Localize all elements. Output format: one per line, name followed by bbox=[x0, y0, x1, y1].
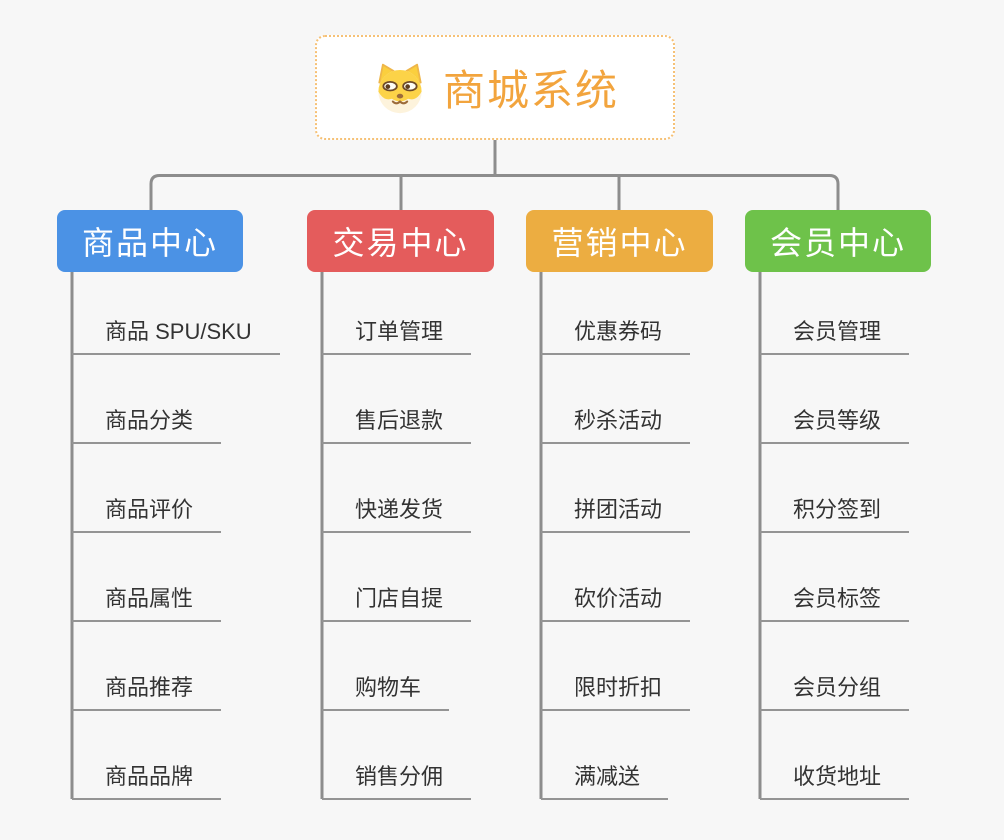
leaf-label: 商品品牌 bbox=[105, 764, 194, 789]
root-title: 商城系统 bbox=[442, 67, 619, 114]
leaf-label: 会员标签 bbox=[793, 586, 882, 611]
leaf-label: 门店自提 bbox=[355, 586, 444, 611]
leaf-node[interactable]: 商品 SPU/SKU bbox=[72, 309, 280, 355]
leaf-label: 快递发货 bbox=[355, 497, 444, 522]
leaf-node[interactable]: 满减送 bbox=[541, 754, 669, 800]
leaf-node[interactable]: 商品分类 bbox=[72, 398, 222, 444]
branch-node-member-center[interactable]: 会员中心 bbox=[745, 210, 931, 272]
branch-node-marketing-center[interactable]: 营销中心 bbox=[526, 210, 713, 272]
leaf-label: 满减送 bbox=[574, 764, 641, 789]
leaf-label: 会员管理 bbox=[793, 319, 882, 344]
leaf-label: 会员等级 bbox=[793, 408, 882, 433]
branch-node-trade-center[interactable]: 交易中心 bbox=[307, 210, 494, 272]
leaf-node[interactable]: 商品属性 bbox=[72, 576, 222, 622]
leaf-label: 收货地址 bbox=[793, 764, 882, 789]
leaf-node[interactable]: 商品品牌 bbox=[72, 754, 222, 800]
leaf-node[interactable]: 订单管理 bbox=[322, 309, 472, 355]
leaf-node[interactable]: 积分签到 bbox=[760, 487, 910, 533]
leaf-node[interactable]: 会员标签 bbox=[760, 576, 910, 622]
leaf-label: 商品 SPU/SKU bbox=[105, 319, 252, 344]
root-node[interactable]: 商城系统 bbox=[315, 35, 675, 140]
leaf-label: 优惠券码 bbox=[574, 319, 663, 344]
leaf-node[interactable]: 收货地址 bbox=[760, 754, 910, 800]
leaf-node[interactable]: 会员管理 bbox=[760, 309, 910, 355]
branch-label: 交易中心 bbox=[332, 225, 469, 261]
leaf-node[interactable]: 会员分组 bbox=[760, 665, 910, 711]
leaf-node[interactable]: 商品推荐 bbox=[72, 665, 222, 711]
branch-label: 营销中心 bbox=[551, 225, 688, 261]
leaf-label: 拼团活动 bbox=[574, 497, 663, 522]
leaf-label: 商品分类 bbox=[105, 408, 194, 433]
leaf-node[interactable]: 砍价活动 bbox=[541, 576, 691, 622]
leaf-label: 会员分组 bbox=[793, 675, 882, 700]
leaf-label: 销售分佣 bbox=[355, 764, 444, 789]
leaf-node[interactable]: 购物车 bbox=[322, 665, 450, 711]
leaf-label: 秒杀活动 bbox=[574, 408, 663, 433]
leaf-node[interactable]: 售后退款 bbox=[322, 398, 472, 444]
leaf-node[interactable]: 快递发货 bbox=[322, 487, 472, 533]
leaf-node[interactable]: 限时折扣 bbox=[541, 665, 691, 711]
leaf-label: 购物车 bbox=[355, 675, 422, 700]
leaf-label: 订单管理 bbox=[355, 319, 444, 344]
leaf-node[interactable]: 销售分佣 bbox=[322, 754, 472, 800]
leaf-node[interactable]: 门店自提 bbox=[322, 576, 472, 622]
leaf-label: 售后退款 bbox=[355, 408, 444, 433]
leaf-label: 商品属性 bbox=[105, 586, 194, 611]
branch-label: 商品中心 bbox=[81, 225, 218, 261]
leaf-label: 积分签到 bbox=[793, 497, 882, 522]
branch-label: 会员中心 bbox=[769, 225, 906, 261]
leaf-label: 商品评价 bbox=[105, 497, 194, 522]
leaf-label: 限时折扣 bbox=[574, 675, 663, 700]
shiba-dog-icon bbox=[378, 63, 422, 113]
branch-node-product-center[interactable]: 商品中心 bbox=[57, 210, 243, 272]
leaf-label: 砍价活动 bbox=[574, 586, 663, 611]
leaf-node[interactable]: 会员等级 bbox=[760, 398, 910, 444]
leaf-label: 商品推荐 bbox=[105, 675, 194, 700]
leaf-node[interactable]: 拼团活动 bbox=[541, 487, 691, 533]
leaf-node[interactable]: 秒杀活动 bbox=[541, 398, 691, 444]
leaf-node[interactable]: 商品评价 bbox=[72, 487, 222, 533]
leaf-node[interactable]: 优惠券码 bbox=[541, 309, 691, 355]
